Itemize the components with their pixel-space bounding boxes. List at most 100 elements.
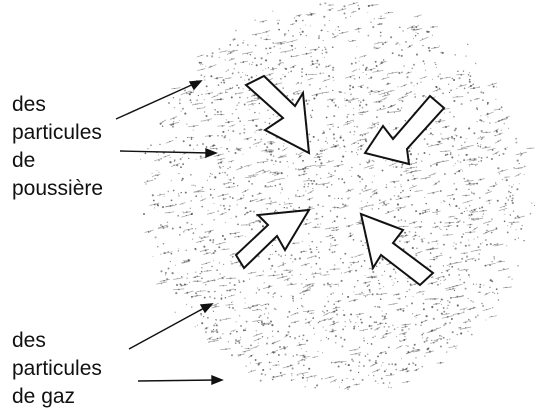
particle-dot [388,123,390,125]
particle-streak [197,68,206,72]
particle-dot [181,177,184,180]
particle-dot [329,243,332,245]
particle-dot [385,333,388,335]
particle-dot [203,296,206,299]
particle-dot [347,295,350,298]
particle-streak [144,229,154,233]
particle-streak [252,319,263,322]
particle-streak [514,172,521,177]
particle-dot [326,309,329,312]
particle-dot [211,330,213,332]
particle-dot [250,76,253,79]
particle-dot [359,318,362,321]
particle-dot [308,133,311,136]
particle-dot [502,110,504,112]
particle-streak [191,295,202,297]
particle-streak [241,188,249,194]
particle-dot [351,358,354,361]
particle-dot [493,256,495,258]
gas-pointer-line-lower [137,379,217,382]
particle-dot [516,188,519,191]
particle-streak [296,343,306,347]
particle-dot [228,208,231,211]
particle-dot [221,171,224,174]
particle-dot [492,85,495,88]
particle-dot [268,197,271,200]
particle-dot [444,200,446,203]
particle-dot [255,64,258,67]
particle-streak [325,64,332,68]
particle-dot [343,5,346,8]
particle-dot [282,87,284,89]
particle-dot [455,243,457,245]
particle-streak [433,327,442,331]
particle-dot [442,265,445,267]
particle-dot [327,338,330,340]
particle-dot [417,32,419,35]
particle-dot [438,87,441,90]
particle-dot [297,189,299,192]
particle-streak [227,49,238,53]
particle-dot [307,311,309,313]
particle-streak [298,166,307,171]
particle-streak [374,326,381,331]
particle-streak [456,73,465,76]
particle-streak [333,361,341,363]
particle-dot [313,327,315,329]
particle-dot [481,302,483,305]
particle-dot [160,270,163,273]
particle-dot [403,65,405,67]
particle-streak [234,235,244,238]
particle-dot [374,335,376,337]
particle-dot [291,373,293,375]
particle-streak [351,10,357,14]
particle-streak [466,223,473,226]
particle-dot [347,364,350,367]
particle-dot [360,208,363,211]
particle-dot [281,188,284,191]
particle-dot [515,141,518,144]
particle-streak [307,77,314,81]
particle-streak [469,208,478,212]
particle-dot [344,92,346,94]
particle-dot [385,160,387,162]
particle-dot [337,126,339,129]
particle-dot [358,7,361,10]
particle-dot [428,210,430,212]
particle-dot [495,182,497,184]
particle-dot [249,146,251,149]
particle-dot [324,46,326,48]
particle-streak [452,96,464,98]
particle-dot [341,379,344,382]
particle-dot [336,215,339,218]
particle-dot [321,92,324,95]
particle-streak [484,291,491,296]
particle-dot [372,204,374,206]
particle-dot [517,237,520,239]
particle-streak [154,158,162,162]
particle-dot [279,47,281,49]
particle-dot [357,174,360,177]
particle-dot [349,321,352,323]
dust-pointer-head-upper [188,80,203,91]
particle-dot [435,66,437,68]
particle-streak [459,268,469,271]
particle-streak [262,30,271,34]
particle-dot [294,337,297,340]
particle-dot [421,240,424,243]
particle-dot [427,241,430,244]
particle-dot [511,201,514,205]
particle-dot [486,101,489,104]
particle-dot [332,144,335,146]
particle-dot [258,321,260,324]
particle-dot [292,300,294,302]
particle-dot [448,301,451,304]
particle-dot [475,283,477,285]
particle-dot [457,70,459,73]
particle-dot [511,186,513,188]
particle-streak [228,159,235,163]
particle-dot [154,236,157,239]
particle-dot [455,188,458,191]
particle-dot [277,361,279,363]
particle-streak [186,136,195,139]
